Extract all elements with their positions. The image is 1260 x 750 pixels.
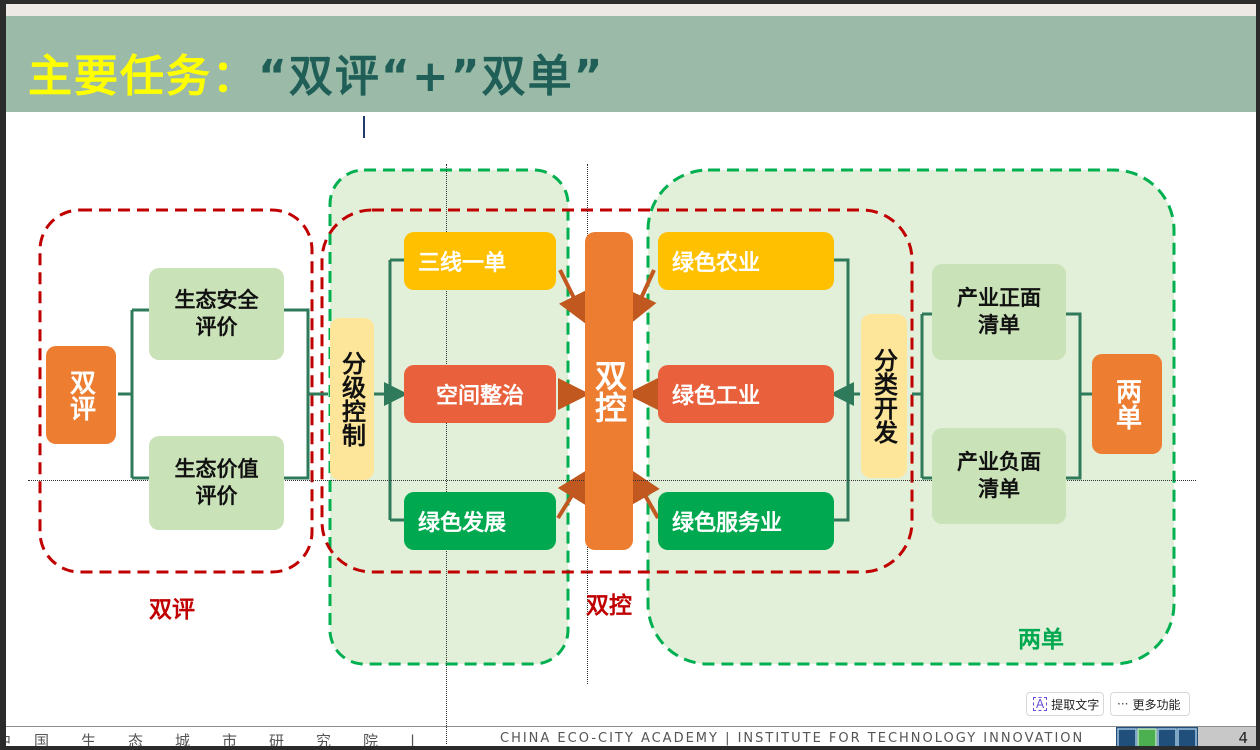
list-item-line2: 清单 [978, 313, 1020, 337]
arrow-lvsefazhan [556, 469, 589, 520]
eval-item-safety: 生态安全 评价 [149, 268, 284, 360]
eval-item-line1: 生态安全 [174, 288, 259, 312]
footer-en-name: CHINA ECO-CITY ACADEMY | INSTITUTE FOR T… [500, 731, 1085, 746]
footer-cn-char: 中 [6, 730, 34, 746]
slide-header: 主要任务：“双评“+”双单” [6, 16, 1256, 112]
title-highlight: 主要任务： [28, 51, 258, 102]
graded-control-box: 分级控制 [330, 318, 374, 480]
dev-item-agriculture: 绿色农业 [658, 232, 834, 290]
connector-list-left [912, 312, 932, 480]
guide-vertical [446, 164, 447, 744]
dev-item-industry: 绿色工业 [658, 365, 834, 423]
dev-item-label: 绿色农业 [672, 251, 761, 276]
footer-cn-char: 生 [81, 732, 97, 746]
eval-item-line2: 评价 [195, 484, 238, 508]
double-eval-box: 双评 [46, 346, 116, 444]
control-item-space: 空间整治 [404, 365, 556, 423]
footer-cn-char: 院 [363, 732, 379, 746]
footer-cn-char: | [410, 732, 416, 746]
dev-item-service: 绿色服务业 [658, 492, 834, 550]
footer-cn-char: 国 [34, 732, 50, 746]
eval-item-line1: 生态价值 [174, 457, 259, 481]
page-number: 4 [1198, 727, 1256, 746]
two-lists-box: 两单 [1092, 354, 1162, 454]
window-top-strip [6, 4, 1256, 16]
slide: 主要任务：“双评“+”双单” [6, 4, 1256, 746]
list-item-line1: 产业负面 [957, 450, 1041, 474]
footer-cn-char: 研 [269, 732, 285, 746]
text-scan-icon: A [1033, 697, 1048, 711]
more-functions-button[interactable]: ··· 更多功能 [1110, 692, 1190, 716]
double-control-bar: 双控 [585, 232, 633, 550]
control-item-label: 绿色发展 [418, 511, 507, 536]
more-functions-label: 更多功能 [1132, 697, 1181, 712]
title-main: “双评“+”双单” [258, 51, 605, 102]
dev-item-label: 绿色服务业 [672, 511, 783, 536]
two-lists-caption: 两单 [1018, 627, 1064, 653]
double-eval-caption: 双评 [149, 597, 195, 623]
control-item-label: 空间整治 [435, 384, 524, 409]
double-eval-outline [38, 208, 314, 574]
more-dots-icon: ··· [1117, 697, 1129, 711]
list-item-line2: 清单 [978, 477, 1020, 501]
footer-cn-char: 城 [175, 732, 191, 746]
classified-dev-box: 分类开发 [861, 314, 907, 478]
double-eval-label: 双评 [65, 369, 96, 421]
classified-dev-label: 分类开发 [869, 348, 898, 444]
arrow-fuwu [630, 469, 660, 519]
double-control-label: 双控 [590, 359, 628, 423]
extract-text-label: 提取文字 [1051, 697, 1100, 712]
control-item-label: 三线一单 [418, 251, 507, 276]
academy-logo-icon [1116, 727, 1198, 746]
two-lists-label: 两单 [1111, 378, 1142, 430]
footer-cn-char: 态 [128, 732, 144, 746]
control-item-sanxian: 三线一单 [404, 232, 556, 290]
list-item-positive: 产业正面 清单 [932, 264, 1066, 360]
slide-title: 主要任务：“双评“+”双单” [28, 40, 605, 104]
connector-eval-left [118, 308, 149, 480]
connector-list-right [1066, 312, 1092, 480]
extract-text-button[interactable]: A 提取文字 [1026, 692, 1104, 716]
text-cursor [363, 116, 365, 138]
arrow-nongye [627, 269, 657, 326]
control-item-green-dev: 绿色发展 [404, 492, 556, 550]
eval-item-value: 生态价值 评价 [149, 436, 284, 530]
eval-item-line2: 评价 [195, 315, 238, 339]
slide-footer: 中国 生 态 城 市 研 究 院 | CHINA ECO-CITY ACADEMY | INST… [6, 726, 1256, 746]
connector-eval-right [284, 308, 328, 480]
footer-cn-name: 中国 生 态 城 市 研 究 院 | [6, 730, 457, 746]
footer-cn-char: 市 [222, 732, 238, 746]
list-item-negative: 产业负面 清单 [932, 428, 1066, 524]
graded-control-label: 分级控制 [337, 351, 366, 447]
arrow-sanxian [558, 269, 588, 326]
double-control-caption: 双控 [586, 593, 632, 619]
dev-item-label: 绿色工业 [672, 384, 761, 409]
list-item-line1: 产业正面 [957, 286, 1041, 310]
footer-cn-char: 究 [316, 732, 332, 746]
